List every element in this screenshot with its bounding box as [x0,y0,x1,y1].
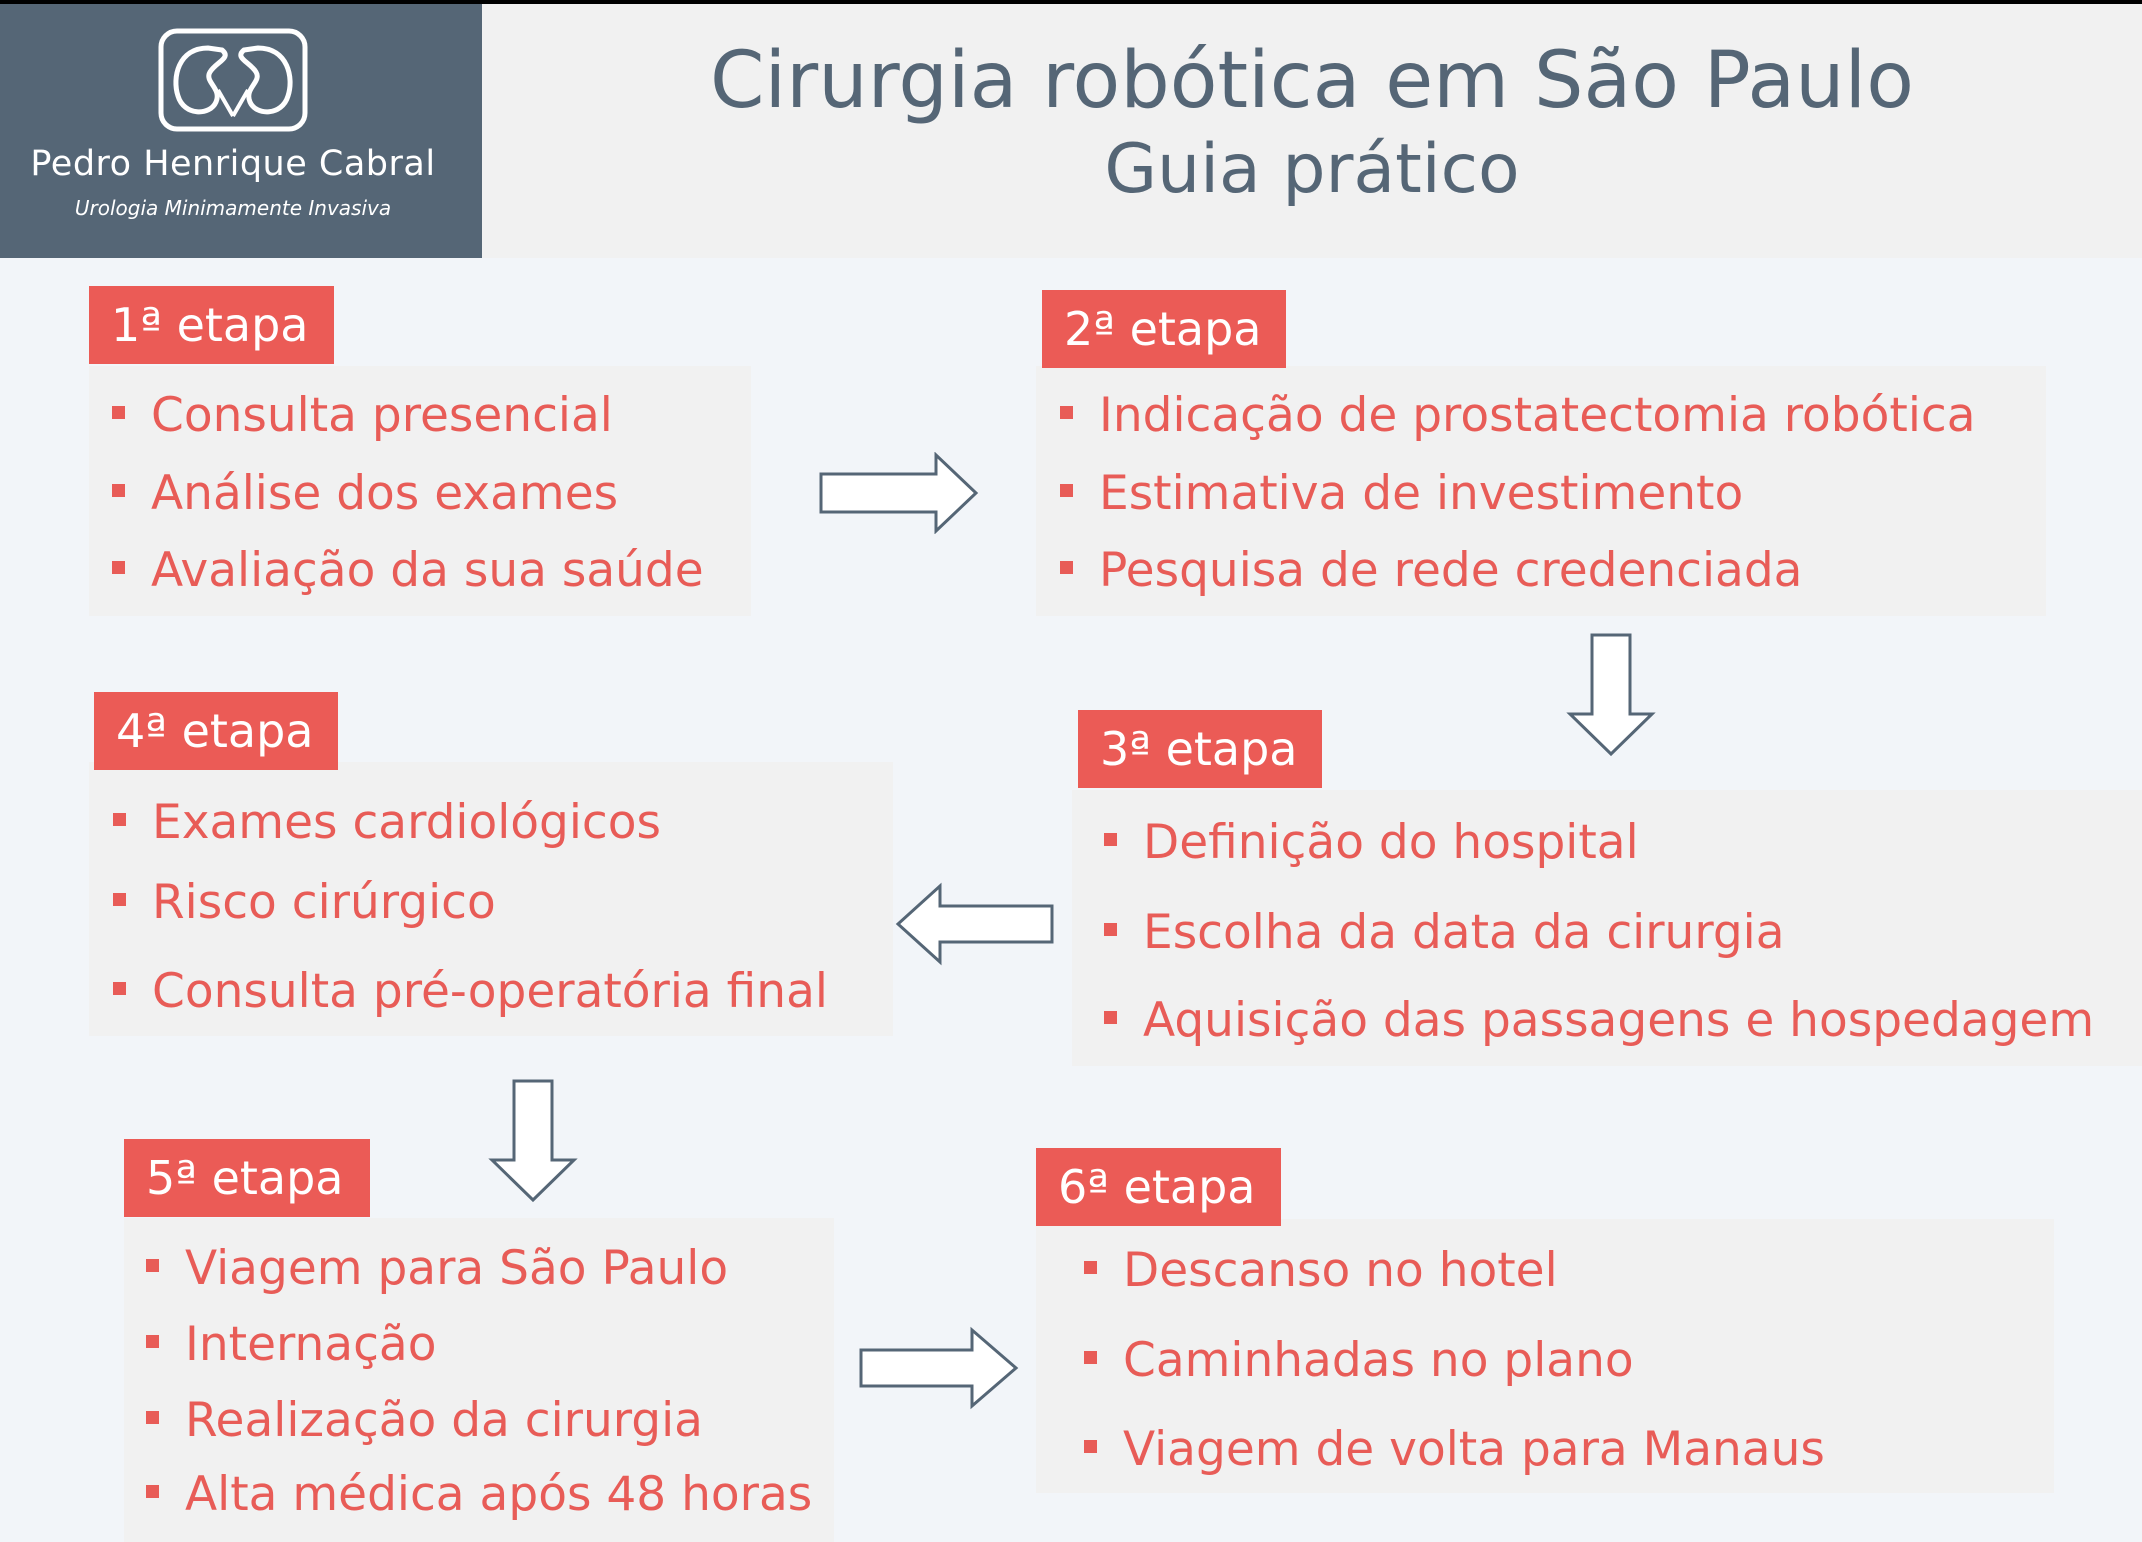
bullet-icon [113,982,126,995]
bullet-icon [1060,406,1073,419]
stage-5-item-text: Realização da cirurgia [185,1393,703,1448]
arrow-down-icon [1566,633,1656,757]
stage-5-label: 5ª etapa [124,1139,370,1217]
stage-5-item-text: Alta médica após 48 horas [185,1467,813,1522]
bullet-icon [113,813,126,826]
stage-4-item: Exames cardiológicos [113,795,661,850]
stage-1-label: 1ª etapa [89,286,334,364]
page-title: Cirurgia robótica em São Paulo [710,36,1914,126]
stage-2-label: 2ª etapa [1042,290,1286,368]
stage-5-panel [124,1218,834,1542]
logo-subtitle: Urologia Minimamente Invasiva [74,196,392,220]
bullet-icon [146,1411,159,1424]
stage-1-item: Análise dos exames [112,466,618,521]
stage-3-label: 3ª etapa [1078,710,1322,788]
stage-3-item-text: Aquisição das passagens e hospedagem [1143,993,2095,1048]
stage-4-label: 4ª etapa [94,692,338,770]
stage-6-item-text: Viagem de volta para Manaus [1123,1422,1825,1477]
stage-6-item: Viagem de volta para Manaus [1084,1422,1825,1477]
stage-1-item-text: Consulta presencial [151,388,613,443]
stage-6-label: 6ª etapa [1036,1148,1281,1226]
stage-3-item: Escolha da data da cirurgia [1104,905,1785,960]
stage-1-panel [89,366,751,616]
stage-5-item: Internação [146,1317,436,1372]
bullet-icon [1060,484,1073,497]
stage-2-item: Pesquisa de rede credenciada [1060,543,1803,598]
stage-1-item-text: Análise dos exames [151,466,619,521]
stage-5-item-text: Viagem para São Paulo [185,1241,729,1296]
page-subtitle: Guia prático [1104,130,1520,209]
logo: Pedro Henrique Cabral Urologia Minimamen… [0,4,482,258]
stage-2-item-text: Pesquisa de rede credenciada [1099,543,1803,598]
stage-5-item: Alta médica após 48 horas [146,1467,812,1522]
stage-3-panel [1072,790,2142,1066]
stage-5-item: Viagem para São Paulo [146,1241,728,1296]
stage-4-item-text: Risco cirúrgico [152,875,496,930]
stage-3-item-text: Escolha da data da cirurgia [1143,905,1785,960]
bullet-icon [1084,1351,1097,1364]
stage-6-item-text: Descanso no hotel [1123,1243,1558,1298]
arrow-right-icon [859,1326,1019,1410]
stage-3-item: Definição do hospital [1104,815,1639,870]
stage-2-item-text: Estimativa de investimento [1099,466,1744,521]
stage-4-panel [89,762,893,1036]
stage-3-item-text: Definição do hospital [1143,815,1639,870]
logo-name: Pedro Henrique Cabral [30,144,436,184]
stage-4-item-text: Consulta pré-operatória final [152,964,828,1019]
stage-2-item: Indicação de prostatectomia robótica [1060,388,1976,443]
stage-1-item: Avaliação da sua saúde [112,543,704,598]
stage-2-item: Estimativa de investimento [1060,466,1743,521]
stage-1-item: Consulta presencial [112,388,613,443]
bullet-icon [1084,1440,1097,1453]
top-border [0,0,2142,4]
stage-6-item: Caminhadas no plano [1084,1333,1634,1388]
bullet-icon [113,893,126,906]
bullet-icon [1060,561,1073,574]
stage-6-item-text: Caminhadas no plano [1123,1333,1634,1388]
stage-4-item-text: Exames cardiológicos [152,795,662,850]
bullet-icon [146,1259,159,1272]
stage-4-item: Risco cirúrgico [113,875,496,930]
bullet-icon [1104,1011,1117,1024]
bullet-icon [112,484,125,497]
bullet-icon [1084,1261,1097,1274]
stage-5-item-text: Internação [185,1317,437,1372]
bullet-icon [1104,833,1117,846]
stage-2-panel [1036,366,2046,616]
bullet-icon [146,1335,159,1348]
bullet-icon [112,561,125,574]
kidneys-logo-icon [158,28,308,132]
stage-1-item-text: Avaliação da sua saúde [151,543,704,598]
stage-6-item: Descanso no hotel [1084,1243,1558,1298]
stage-6-panel [1036,1219,2054,1493]
stage-5-item: Realização da cirurgia [146,1393,703,1448]
arrow-left-icon [895,882,1054,966]
bullet-icon [112,406,125,419]
stage-4-item: Consulta pré-operatória final [113,964,828,1019]
stage-2-item-text: Indicação de prostatectomia robótica [1099,388,1976,443]
arrow-right-icon [819,452,979,534]
bullet-icon [146,1485,159,1498]
bullet-icon [1104,923,1117,936]
stage-3-item: Aquisição das passagens e hospedagem [1104,993,2094,1048]
arrow-down-icon [488,1079,578,1203]
